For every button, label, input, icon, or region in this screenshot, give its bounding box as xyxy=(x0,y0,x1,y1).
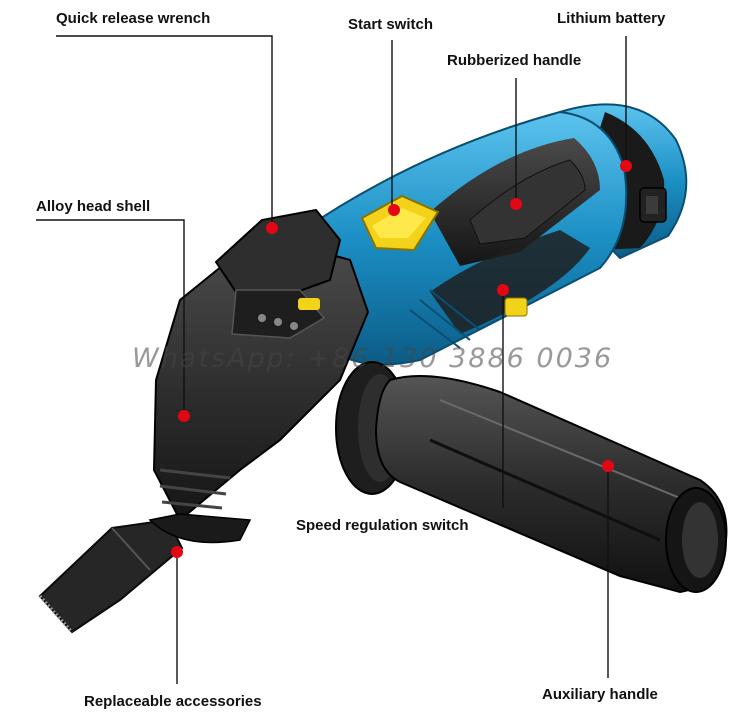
label-quick-release-wrench: Quick release wrench xyxy=(56,10,211,27)
main-body xyxy=(299,110,628,366)
marker-lithium-battery xyxy=(620,160,632,172)
marker-replaceable-accessories xyxy=(171,546,183,558)
marker-quick-release-wrench xyxy=(266,222,278,234)
label-start-switch: Start switch xyxy=(348,16,434,33)
label-replaceable-accessories: Replaceable accessories xyxy=(84,693,262,710)
label-lithium-battery: Lithium battery xyxy=(557,10,666,27)
markers xyxy=(171,160,632,558)
auxiliary-handle xyxy=(374,375,728,594)
leader-lines xyxy=(36,35,627,684)
marker-start-switch xyxy=(388,204,400,216)
watermark: WhatsApp: +86 130 3886 0036 xyxy=(132,343,614,374)
marker-auxiliary-handle xyxy=(602,460,614,472)
label-speed-regulation-switch: Speed regulation switch xyxy=(296,517,469,534)
tool-head xyxy=(148,208,370,544)
marker-rubberized-handle xyxy=(510,198,522,210)
blade xyxy=(38,518,184,634)
label-auxiliary-handle: Auxiliary handle xyxy=(542,686,658,703)
start-switch xyxy=(360,194,440,252)
marker-speed-regulation-switch xyxy=(497,284,509,296)
marker-alloy-head-shell xyxy=(178,410,190,422)
leader-quick-release-wrench xyxy=(56,35,273,228)
leader-alloy-head-shell xyxy=(36,219,185,416)
label-rubberized-handle: Rubberized handle xyxy=(447,52,582,69)
label-alloy-head-shell: Alloy head shell xyxy=(36,198,151,215)
